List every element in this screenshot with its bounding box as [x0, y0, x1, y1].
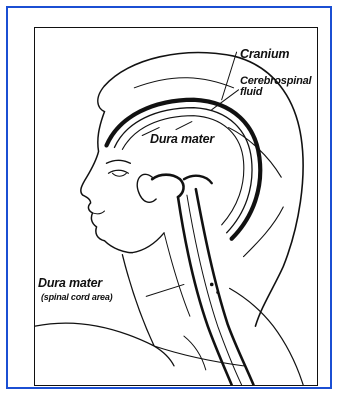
hair-outline [105, 53, 304, 327]
label-dura-mater: Dura mater [150, 132, 214, 146]
jaw [132, 233, 164, 253]
spinal-canal-right [196, 189, 254, 385]
label-dura-mater-spinal: Dura mater [38, 276, 102, 290]
neck-front [122, 255, 154, 346]
leader-dura-spinal [146, 284, 184, 296]
label-csf-line2: fluid [240, 87, 262, 98]
label-spinal-cord-area: (spinal cord area) [41, 292, 112, 302]
brainstem [152, 175, 183, 197]
label-cranium: Cranium [240, 47, 289, 61]
spinal-canal-left [178, 197, 232, 385]
leader-dura-2 [176, 122, 192, 130]
cranium-arc [106, 100, 260, 239]
